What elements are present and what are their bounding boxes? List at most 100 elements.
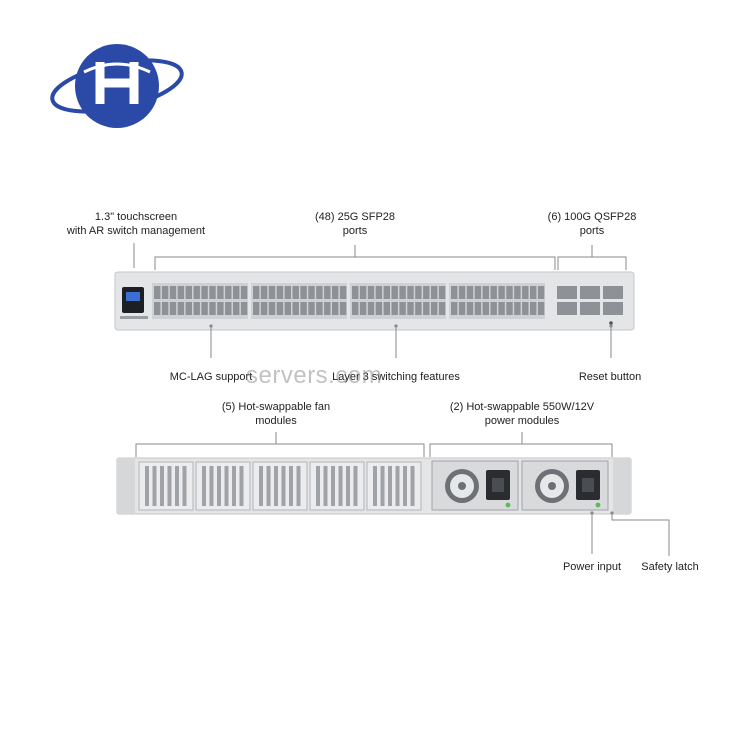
sfp28-port bbox=[506, 302, 513, 315]
sfp28-port bbox=[438, 302, 446, 315]
sfp28-port bbox=[474, 286, 482, 299]
sfp28-port bbox=[451, 302, 458, 315]
sfp28-port bbox=[352, 302, 359, 315]
sfp28-port bbox=[193, 286, 200, 299]
power-modules bbox=[431, 460, 609, 511]
sfp28-port bbox=[161, 302, 169, 315]
sfp28-port bbox=[514, 286, 521, 299]
qsfp28-port bbox=[580, 302, 600, 315]
qsfp28-port bbox=[580, 286, 600, 299]
watermark: servers.com bbox=[246, 362, 383, 389]
sfp28-port bbox=[268, 302, 276, 315]
sfp28-port bbox=[177, 286, 185, 299]
sfp28-port bbox=[375, 286, 383, 299]
sfp28-port bbox=[423, 302, 430, 315]
sfp28-port bbox=[530, 286, 537, 299]
qsfp28-port bbox=[557, 286, 577, 299]
sfp28-port bbox=[225, 286, 232, 299]
sfp28-port bbox=[154, 302, 161, 315]
sfp28-port bbox=[431, 302, 438, 315]
sfp28-port bbox=[391, 302, 398, 315]
qsfp28-port bbox=[603, 286, 623, 299]
sfp28-port bbox=[161, 286, 169, 299]
sfp28-port bbox=[490, 302, 497, 315]
sfp28-port bbox=[359, 286, 367, 299]
sfp28-port bbox=[458, 302, 466, 315]
sfp28-port bbox=[383, 302, 390, 315]
sfp28-port bbox=[415, 286, 422, 299]
sfp28-port bbox=[316, 286, 323, 299]
reset-label: Reset button bbox=[578, 371, 642, 383]
sfp28-port-grid bbox=[152, 283, 545, 319]
sfp28-port bbox=[522, 302, 529, 315]
sfp28-port bbox=[233, 286, 240, 299]
sfp28-port bbox=[268, 286, 276, 299]
sfp28-port bbox=[193, 302, 200, 315]
sfp28-port bbox=[399, 286, 406, 299]
sfp28-port bbox=[466, 302, 474, 315]
sfp28-port bbox=[514, 302, 521, 315]
sfp28-port bbox=[407, 286, 414, 299]
reset-button bbox=[609, 321, 613, 325]
touchscreen-label: 1.3" touchscreen with AR switch manageme… bbox=[66, 211, 206, 237]
sfp28-port bbox=[253, 302, 260, 315]
rear-callout-dots bbox=[590, 511, 614, 515]
sfp28-port bbox=[490, 286, 497, 299]
sfp28-port bbox=[332, 302, 339, 315]
sfp28-port bbox=[209, 286, 216, 299]
sfp28-port bbox=[482, 302, 489, 315]
sfp28-port bbox=[458, 286, 466, 299]
sfp28-port bbox=[399, 302, 406, 315]
sfp28-port bbox=[217, 302, 224, 315]
qsfp28-port bbox=[557, 302, 577, 315]
sfp28-port bbox=[308, 286, 315, 299]
sfp28-port bbox=[260, 286, 268, 299]
sfp28-port bbox=[260, 302, 268, 315]
sfp28-port bbox=[284, 302, 291, 315]
sfp28-port bbox=[407, 302, 414, 315]
qsfp28-label: (6) 100G QSFP28 ports bbox=[547, 211, 637, 237]
sfp28-port bbox=[522, 286, 529, 299]
sfp28-port bbox=[431, 286, 438, 299]
sfp28-port bbox=[240, 286, 248, 299]
sfp28-port bbox=[284, 286, 291, 299]
sfp28-port bbox=[276, 302, 284, 315]
sfp28-port bbox=[383, 286, 390, 299]
qsfp28-port-grid bbox=[557, 286, 623, 315]
sfp28-port bbox=[225, 302, 232, 315]
sfp28-port bbox=[367, 302, 375, 315]
sfp28-port bbox=[530, 302, 537, 315]
sfp28-port bbox=[537, 302, 545, 315]
front-callout-dots bbox=[209, 324, 613, 328]
sfp28-port bbox=[185, 286, 192, 299]
layer3-label: Layer 3 switching features bbox=[332, 371, 460, 383]
fan-label: (5) Hot-swappable fan modules bbox=[221, 401, 331, 427]
sfp28-port bbox=[308, 302, 315, 315]
mclag-label: MC-LAG support bbox=[169, 371, 253, 383]
sfp28-port bbox=[391, 286, 398, 299]
rear-panel bbox=[116, 457, 632, 515]
sfp28-port bbox=[375, 302, 383, 315]
power-input-label: Power input bbox=[562, 561, 622, 573]
sfp28-port bbox=[169, 302, 177, 315]
sfp28-port bbox=[359, 302, 367, 315]
sfp28-port bbox=[201, 302, 208, 315]
logo-icon bbox=[50, 44, 184, 128]
sfp28-port bbox=[177, 302, 185, 315]
sfp28-port bbox=[415, 302, 422, 315]
sfp28-port bbox=[482, 286, 489, 299]
power-label: (2) Hot-swappable 550W/12V power modules bbox=[449, 401, 595, 427]
sfp28-port bbox=[423, 286, 430, 299]
sfp28-port bbox=[201, 286, 208, 299]
front-panel bbox=[114, 271, 635, 331]
sfp28-port bbox=[185, 302, 192, 315]
sfp28-port bbox=[292, 302, 299, 315]
sfp28-port bbox=[339, 302, 347, 315]
sfp28-port bbox=[324, 302, 331, 315]
sfp28-port bbox=[276, 286, 284, 299]
sfp28-port bbox=[367, 286, 375, 299]
sfp28-port bbox=[537, 286, 545, 299]
rear-callout-lines bbox=[135, 432, 670, 556]
